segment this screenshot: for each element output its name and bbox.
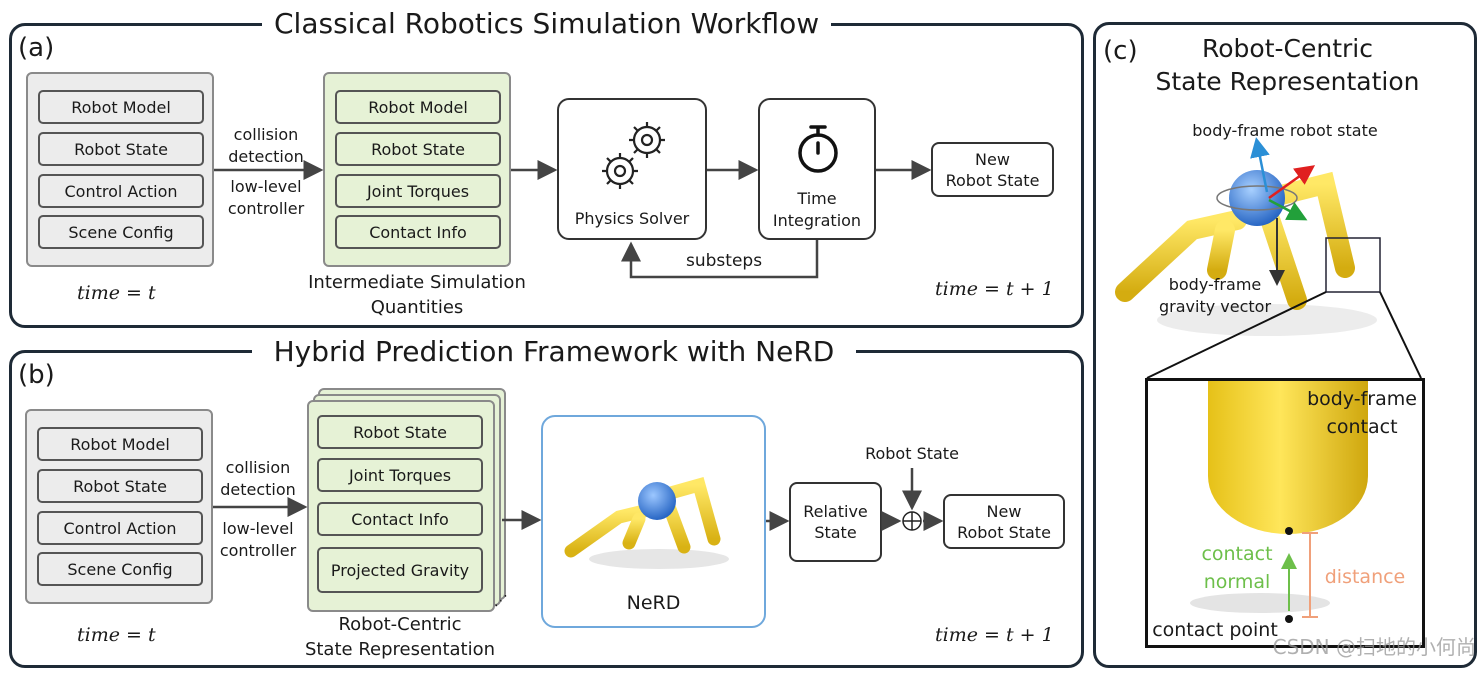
physics-solver-box: Physics Solver bbox=[557, 98, 707, 240]
nerd-label: NeRD bbox=[626, 592, 681, 614]
gears-icon bbox=[602, 122, 665, 189]
sum-node-icon bbox=[902, 511, 922, 531]
body-frame-state-label: body-frame robot state bbox=[1192, 121, 1378, 140]
robot-state-input-label: Robot State bbox=[865, 444, 959, 463]
distance-label: distance bbox=[1324, 566, 1406, 588]
input-scene-config: Scene Config bbox=[38, 215, 204, 249]
input-stack-b: Robot Model Robot State Control Action S… bbox=[25, 409, 213, 604]
input-b-robot-state: Robot State bbox=[37, 469, 203, 503]
inter-robot-state: Robot State bbox=[335, 132, 501, 166]
panel-c-label: (c) bbox=[1103, 36, 1138, 66]
substeps-label: substeps bbox=[686, 251, 763, 271]
panel-a-title: Classical Robotics Simulation Workflow bbox=[262, 2, 831, 46]
rep-contact-info: Contact Info bbox=[317, 502, 483, 536]
input-b-control-action: Control Action bbox=[37, 511, 203, 545]
panel-b-title: Hybrid Prediction Framework with NeRD bbox=[252, 330, 856, 374]
time-t-b: time = t bbox=[77, 624, 156, 646]
input-robot-state: Robot State bbox=[38, 132, 204, 166]
rep-projected-gravity: Projected Gravity bbox=[317, 547, 483, 593]
robot-illustration bbox=[564, 476, 729, 569]
input-robot-model: Robot Model bbox=[38, 90, 204, 124]
watermark: CSDN @扫地的小何尚 bbox=[1272, 635, 1476, 659]
panel-b-label: (b) bbox=[18, 360, 55, 390]
time-t1-b: time = t + 1 bbox=[935, 624, 1054, 646]
physics-solver-label: Physics Solver bbox=[574, 209, 690, 228]
input-stack-a: Robot Model Robot State Control Action S… bbox=[26, 72, 214, 267]
contact-point-label: contact point bbox=[1152, 619, 1278, 641]
representation-stack: Robot State Joint Torques Contact Info P… bbox=[307, 400, 495, 612]
stopwatch-icon bbox=[798, 125, 838, 173]
input-b-scene-config: Scene Config bbox=[37, 552, 203, 586]
inter-robot-model: Robot Model bbox=[335, 90, 501, 124]
robot-centric-illustration bbox=[1115, 137, 1422, 379]
time-t1-a: time = t + 1 bbox=[935, 278, 1054, 300]
input-b-robot-model: Robot Model bbox=[37, 427, 203, 461]
contact-zoom-illustration bbox=[1190, 381, 1368, 623]
time-t-a: time = t bbox=[77, 282, 156, 304]
rep-robot-state: Robot State bbox=[317, 415, 483, 449]
inter-joint-torques: Joint Torques bbox=[335, 174, 501, 208]
rep-joint-torques: Joint Torques bbox=[317, 458, 483, 492]
ellipsis-icon: ⋰ bbox=[494, 593, 508, 609]
nerd-box: NeRD bbox=[541, 415, 766, 628]
intermediate-stack: Robot Model Robot State Joint Torques Co… bbox=[323, 72, 511, 267]
inter-contact-info: Contact Info bbox=[335, 215, 501, 249]
input-control-action: Control Action bbox=[38, 174, 204, 208]
panel-a-label: (a) bbox=[18, 33, 55, 63]
